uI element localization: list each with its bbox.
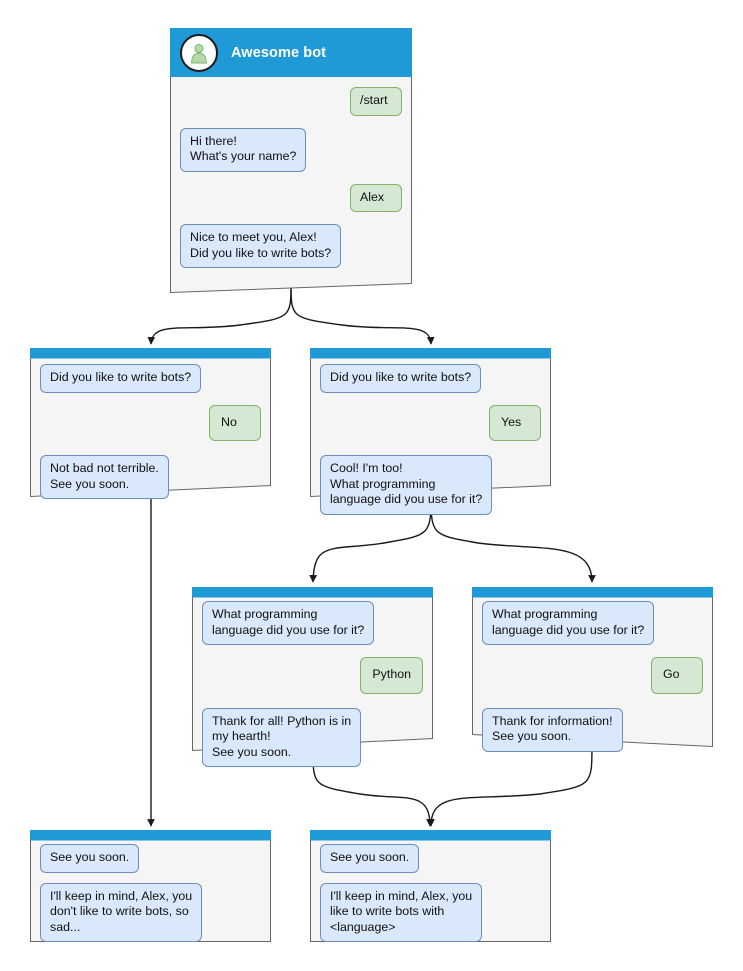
message-row: /start: [180, 87, 402, 116]
card-yes-branch[interactable]: Did you like to write bots? Yes Cool! I'…: [310, 348, 551, 515]
message-row: Thank for all! Python is in my hearth! S…: [202, 707, 423, 767]
card-root-titlebar: Awesome bot: [170, 28, 412, 77]
bot-message-bubble[interactable]: Nice to meet you, Alex! Did you like to …: [180, 224, 342, 268]
card-yes-branch-messages: Did you like to write bots? Yes Cool! I'…: [310, 364, 551, 527]
user-message-bubble[interactable]: Yes: [489, 404, 541, 441]
message-row: I'll keep in mind, Alex, you don't like …: [40, 882, 261, 942]
card-end-happy[interactable]: See you soon. I'll keep in mind, Alex, y…: [310, 830, 551, 942]
bot-message-bubble[interactable]: Not bad not terrible. See you soon.: [40, 455, 169, 499]
person-avatar-icon: [180, 33, 218, 72]
card-end-sad-messages: See you soon. I'll keep in mind, Alex, y…: [30, 844, 271, 954]
user-message-bubble[interactable]: /start: [350, 87, 402, 116]
card-python-branch-messages: What programming language did you use fo…: [192, 601, 433, 779]
bot-message-bubble[interactable]: See you soon.: [320, 844, 420, 873]
user-message-bubble[interactable]: Python: [360, 657, 423, 694]
bot-message-bubble[interactable]: What programming language did you use fo…: [482, 601, 655, 645]
card-root-title: Awesome bot: [231, 44, 327, 61]
bot-message-bubble[interactable]: Did you like to write bots?: [320, 364, 482, 393]
message-row: Yes: [320, 404, 541, 441]
message-row: Nice to meet you, Alex! Did you like to …: [180, 224, 402, 268]
bot-message-bubble[interactable]: Thank for information! See you soon.: [482, 707, 623, 752]
card-root[interactable]: Awesome bot /start Hi there! What's your…: [170, 28, 412, 294]
bot-message-bubble[interactable]: Hi there! What's your name?: [180, 127, 307, 172]
bot-message-bubble[interactable]: Cool! I'm too! What programming language…: [320, 455, 493, 515]
message-row: No: [40, 404, 261, 441]
message-row: See you soon.: [320, 844, 541, 873]
message-row: Did you like to write bots?: [320, 364, 541, 393]
card-python-branch[interactable]: What programming language did you use fo…: [192, 587, 433, 767]
bot-message-bubble[interactable]: Thank for all! Python is in my hearth! S…: [202, 707, 362, 767]
user-message-bubble[interactable]: Go: [651, 657, 703, 694]
card-end-happy-messages: See you soon. I'll keep in mind, Alex, y…: [310, 844, 551, 954]
bot-message-bubble[interactable]: Did you like to write bots?: [40, 364, 202, 393]
message-row: Thank for information! See you soon.: [482, 707, 703, 752]
card-root-messages: /start Hi there! What's your name? Alex …: [170, 87, 412, 280]
message-row: Go: [482, 657, 703, 694]
card-no-branch[interactable]: Did you like to write bots? No Not bad n…: [30, 348, 271, 499]
message-row: I'll keep in mind, Alex, you like to wri…: [320, 882, 541, 942]
message-row: Did you like to write bots?: [40, 364, 261, 393]
user-message-bubble[interactable]: No: [209, 404, 261, 441]
message-row: Alex: [180, 183, 402, 212]
bot-message-bubble[interactable]: See you soon.: [40, 844, 140, 873]
message-row: Cool! I'm too! What programming language…: [320, 455, 541, 515]
card-go-branch-messages: What programming language did you use fo…: [472, 601, 713, 764]
message-row: Not bad not terrible. See you soon.: [40, 455, 261, 499]
message-row: What programming language did you use fo…: [202, 601, 423, 645]
message-row: What programming language did you use fo…: [482, 601, 703, 645]
bot-message-bubble[interactable]: I'll keep in mind, Alex, you like to wri…: [320, 882, 483, 942]
bot-message-bubble[interactable]: I'll keep in mind, Alex, you don't like …: [40, 882, 203, 942]
card-end-sad[interactable]: See you soon. I'll keep in mind, Alex, y…: [30, 830, 271, 942]
user-message-bubble[interactable]: Alex: [350, 183, 402, 212]
bot-message-bubble[interactable]: What programming language did you use fo…: [202, 601, 375, 645]
card-no-branch-messages: Did you like to write bots? No Not bad n…: [30, 364, 271, 511]
card-go-branch[interactable]: What programming language did you use fo…: [472, 587, 713, 752]
message-row: Python: [202, 657, 423, 694]
message-row: See you soon.: [40, 844, 261, 873]
message-row: Hi there! What's your name?: [180, 127, 402, 172]
